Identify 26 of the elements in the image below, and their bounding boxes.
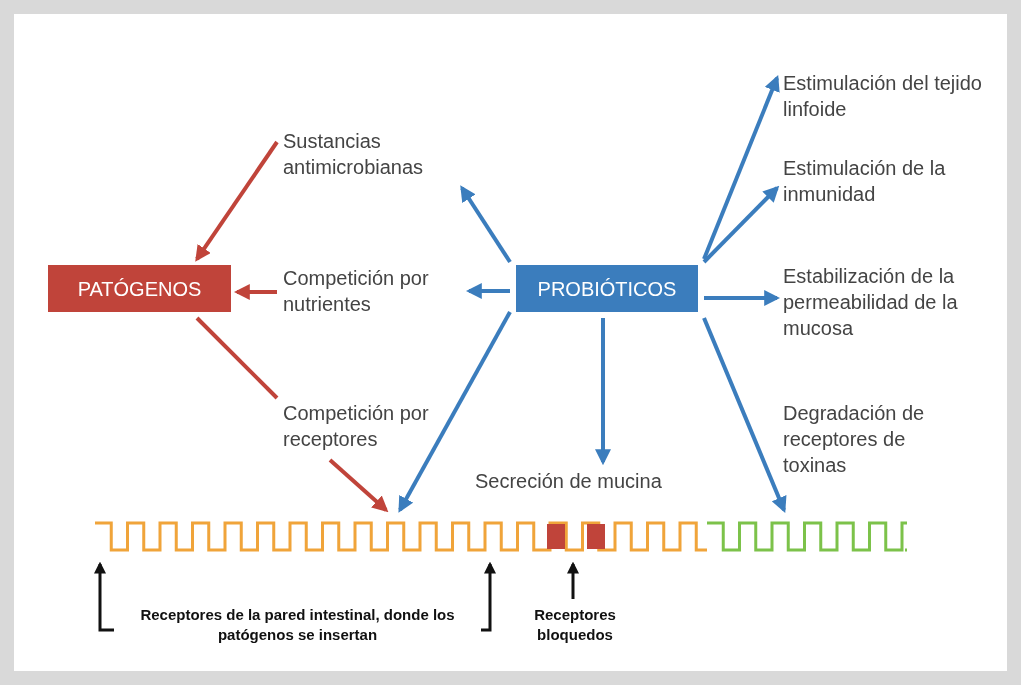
arrow [567,561,579,599]
arrow [94,561,114,632]
label-box: PROBIÓTICOS [516,265,698,312]
arrow [702,185,780,264]
arrow [328,458,389,513]
text-label: Estabilización de la permeabilidad de la mucosa [783,263,988,343]
text-label: Competición por nutrientes [283,265,463,319]
arrow [702,317,787,513]
arrow [233,284,277,300]
arrow [704,290,781,306]
arrow [702,75,780,260]
arrow [195,140,279,262]
text-label: Degradación de receptores de toxinas [783,400,963,480]
text-label: Sustancias antimicrobianas [283,128,483,182]
text-label: Estimulación de la inmunidad [783,155,983,209]
text-label: Secreción de mucina [475,468,740,496]
caption-text: Receptores de la pared intestinal, donde los patógenos se insertan [120,605,475,647]
arrow [460,185,512,264]
arrow [465,283,510,299]
arrow [481,561,496,632]
arrow [398,311,512,513]
text-label: Estimulación del tejido linfoide [783,70,993,124]
text-label: Competición por receptores [283,400,463,454]
label-box: PATÓGENOS [48,265,231,312]
arrow [595,318,611,466]
caption-text: Receptores bloquedos [515,605,635,647]
